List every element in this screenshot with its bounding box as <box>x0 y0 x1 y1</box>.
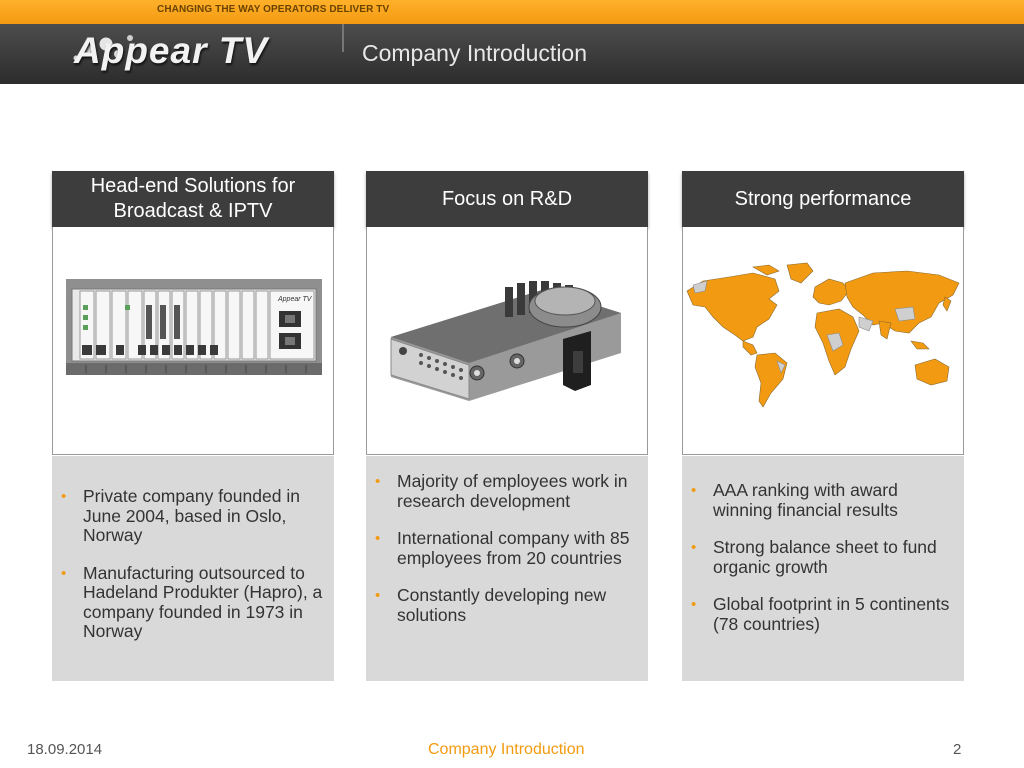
bullet-text: Private company founded in June 2004, ba… <box>83 486 300 545</box>
bullet-list: • AAA ranking with award winning financia… <box>682 480 958 652</box>
bullet-text: Strong balance sheet to fund organic gro… <box>713 537 937 577</box>
bullet-icon: • <box>375 473 381 490</box>
bullet-list: • Majority of employees work in research … <box>366 471 642 643</box>
bullet-text: Majority of employees work in research d… <box>397 471 628 511</box>
logo-dots-icon <box>73 35 133 61</box>
column-body: • AAA ranking with award winning financia… <box>682 456 964 681</box>
bullet-icon: • <box>61 564 67 582</box>
bullet-icon: • <box>375 587 381 604</box>
bullet-icon: • <box>691 539 697 556</box>
list-item: • Strong balance sheet to fund organic gr… <box>682 537 958 577</box>
column-heading: Head-end Solutions for Broadcast & IPTV <box>52 171 334 227</box>
bullet-text: Manufacturing outsourced to Hadeland Pro… <box>83 562 323 641</box>
bullet-text: International company with 85 employees … <box>397 528 630 568</box>
bullet-list: • Private company founded in June 2004, b… <box>52 486 328 660</box>
circuit-board-image <box>390 281 621 401</box>
list-item: • Majority of employees work in research … <box>366 471 642 511</box>
list-item: • Global footprint in 5 continents (78 co… <box>682 594 958 634</box>
bullet-text: Constantly developing new solutions <box>397 585 607 625</box>
header-bar: Appear TV Company Introduction <box>0 24 1024 84</box>
bullet-text: Global footprint in 5 continents (78 cou… <box>713 594 950 634</box>
footer-date: 18.09.2014 <box>27 741 103 758</box>
header-divider <box>342 24 344 52</box>
world-map-image <box>686 262 960 408</box>
page-title: Company Introduction <box>362 40 588 66</box>
image-frame <box>366 227 648 455</box>
rack-logo: Appear TV <box>277 296 313 303</box>
column-body: • Majority of employees work in research … <box>366 456 648 681</box>
bullet-icon: • <box>691 482 697 499</box>
column-body: • Private company founded in June 2004, b… <box>52 456 334 681</box>
bullet-text: AAA ranking with award winning financial… <box>713 480 898 520</box>
logo: Appear TV <box>74 30 269 71</box>
tagline: CHANGING THE WAY OPERATORS DELIVER TV <box>157 4 390 15</box>
page-number: 2 <box>953 741 962 758</box>
list-item: • Manufacturing outsourced to Hadeland Pr… <box>52 562 328 642</box>
column-heading: Strong performance <box>682 171 964 227</box>
image-frame <box>682 227 964 455</box>
bullet-icon: • <box>375 530 381 547</box>
bullet-icon: • <box>691 596 697 613</box>
image-frame: Appear TV <box>52 227 334 455</box>
rack-chassis-image: Appear TV <box>66 279 322 375</box>
list-item: • Private company founded in June 2004, b… <box>52 486 328 546</box>
bullet-icon: • <box>61 488 67 505</box>
list-item: • AAA ranking with award winning financia… <box>682 480 958 520</box>
footer-title: Company Introduction <box>428 741 585 758</box>
column-heading: Focus on R&D <box>366 171 648 227</box>
list-item: • Constantly developing new solutions <box>366 585 642 625</box>
top-banner: CHANGING THE WAY OPERATORS DELIVER TV <box>0 0 1024 24</box>
list-item: • International company with 85 employees… <box>366 528 642 568</box>
